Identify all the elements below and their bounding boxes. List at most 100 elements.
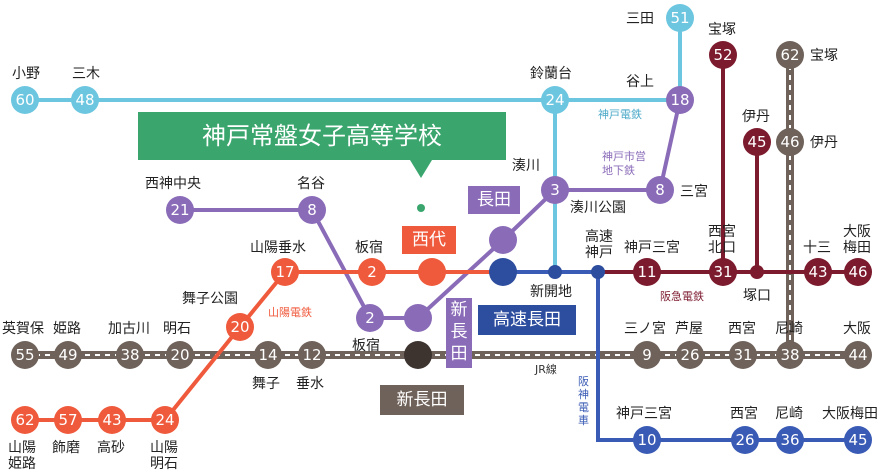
svg-text:62: 62	[780, 46, 799, 64]
station-itayado-subway[interactable]: 2 板宿	[352, 304, 384, 354]
svg-text:新開地: 新開地	[530, 284, 572, 300]
station-himeji-jr[interactable]: 49 姫路	[53, 321, 82, 369]
svg-text:電: 電	[578, 401, 589, 414]
svg-text:14: 14	[258, 346, 277, 364]
svg-text:38: 38	[780, 346, 799, 364]
svg-text:44: 44	[848, 346, 867, 364]
svg-text:12: 12	[302, 346, 321, 364]
station-shin-nagata-subway[interactable]: 新 長 田	[404, 298, 472, 368]
station-kakogawa[interactable]: 38 加古川	[108, 321, 150, 369]
station-agaho[interactable]: 55 英賀保	[2, 320, 44, 369]
line-label-kobe-dentetsu: 神戸電鉄	[598, 107, 642, 121]
station-miki[interactable]: 48 三木	[71, 66, 100, 114]
svg-text:新: 新	[451, 300, 468, 320]
svg-text:大阪: 大阪	[843, 321, 871, 337]
station-nishinomiya-hanshin[interactable]: 26 西宮	[730, 406, 759, 454]
station-kobe-sannomiya-hankyu[interactable]: 11 神戸三宮	[624, 240, 680, 286]
svg-text:芦屋: 芦屋	[675, 321, 703, 337]
svg-text:21: 21	[170, 201, 189, 219]
station-ashiya-jr[interactable]: 26 芦屋	[675, 321, 704, 369]
svg-text:伊丹: 伊丹	[810, 135, 838, 151]
station-sanyo-himeji[interactable]: 62 山陽 姫路	[8, 406, 39, 472]
station-maiko-koen[interactable]: 20 舞子公園	[182, 291, 254, 341]
svg-text:三田: 三田	[626, 11, 654, 27]
station-sanyo-tarumi[interactable]: 17 山陽垂水	[250, 240, 306, 286]
station-kobe-sannomiya-hanshin[interactable]: 10 神戸三宮	[616, 406, 672, 454]
station-takarazuka-hankyu[interactable]: 52 宝塚	[708, 22, 737, 69]
svg-text:31: 31	[713, 263, 732, 281]
svg-text:高速長田: 高速長田	[493, 310, 561, 330]
station-minatogawa[interactable]: 3 湊川	[512, 157, 569, 204]
svg-text:湊川: 湊川	[512, 157, 540, 174]
svg-text:43: 43	[102, 411, 121, 429]
sanyo-line	[25, 270, 555, 422]
station-osaka-umeda-hanshin[interactable]: 45 大阪梅田	[822, 406, 878, 454]
svg-text:梅田: 梅田	[843, 240, 871, 256]
svg-text:英賀保: 英賀保	[2, 320, 44, 337]
station-sannomiya-jr[interactable]: 9 三ノ宮	[624, 321, 666, 369]
station-maiko-jr[interactable]: 14 舞子	[252, 341, 282, 392]
station-tanigami[interactable]: 18 谷上	[626, 74, 694, 114]
svg-text:46: 46	[780, 133, 799, 151]
svg-text:2: 2	[367, 263, 377, 281]
station-nagata[interactable]: 長田	[468, 186, 520, 254]
station-kosoku-kobe[interactable]: 高速 神戸	[585, 228, 613, 279]
station-nishidai[interactable]: 西代	[402, 226, 456, 286]
svg-text:8: 8	[655, 181, 665, 199]
svg-text:52: 52	[713, 46, 732, 64]
school-callout: 神戸常盤女子高等学校	[138, 112, 506, 212]
svg-text:神: 神	[578, 387, 589, 401]
station-sannomiya-subway[interactable]: 8 三宮	[646, 176, 708, 204]
station-amagasaki-hanshin[interactable]: 36 尼崎	[775, 406, 804, 454]
station-tarumi-jr[interactable]: 12 垂水	[296, 341, 326, 392]
station-shinkaichi[interactable]: 新開地	[530, 265, 572, 300]
station-akashi-jr[interactable]: 20 明石	[163, 321, 194, 369]
svg-text:阪: 阪	[578, 374, 589, 388]
station-ono[interactable]: 60 小野	[11, 66, 40, 114]
station-takasago[interactable]: 43 高砂	[97, 406, 126, 456]
svg-text:舞子: 舞子	[252, 376, 280, 392]
station-sanda[interactable]: 51 三田	[626, 4, 694, 32]
station-minatogawa-koen[interactable]: 湊川公園	[570, 199, 626, 216]
station-myodani[interactable]: 8 名谷	[297, 176, 326, 224]
svg-text:伊丹: 伊丹	[742, 109, 770, 125]
station-nishinomiya-kitaguchi[interactable]: 31 西宮 北口	[708, 224, 737, 286]
station-kosoku-nagata[interactable]: 高速長田	[478, 258, 576, 335]
svg-text:45: 45	[848, 431, 867, 449]
station-itami-hankyu[interactable]: 45 伊丹	[742, 109, 771, 156]
svg-text:24: 24	[545, 91, 564, 109]
station-osaka-jr[interactable]: 44 大阪	[843, 321, 872, 369]
svg-text:西神中央: 西神中央	[145, 176, 201, 192]
station-amagasaki-jr[interactable]: 38 尼崎	[775, 321, 804, 369]
station-itayado-sanyo[interactable]: 2 板宿	[355, 239, 386, 286]
station-tsukaguchi[interactable]: 塚口	[743, 265, 771, 304]
station-takarazuka-jr[interactable]: 62 宝塚	[776, 41, 838, 69]
svg-text:18: 18	[670, 91, 689, 109]
svg-text:明石: 明石	[163, 321, 191, 337]
station-osaka-umeda-hankyu[interactable]: 46 大阪 梅田	[843, 224, 872, 286]
station-suzurandai[interactable]: 24 鈴蘭台	[530, 66, 572, 114]
svg-text:明石: 明石	[150, 456, 178, 472]
svg-text:9: 9	[642, 346, 652, 364]
station-shin-nagata-jr[interactable]: 新長田	[380, 341, 464, 415]
svg-text:塚口: 塚口	[743, 288, 771, 304]
svg-text:10: 10	[637, 431, 656, 449]
station-itami-jr[interactable]: 46 伊丹	[776, 128, 838, 156]
svg-text:神戸三宮: 神戸三宮	[624, 240, 680, 256]
svg-text:山陽: 山陽	[150, 440, 178, 456]
svg-text:31: 31	[733, 346, 752, 364]
station-shikama[interactable]: 57 飾磨	[52, 406, 82, 456]
svg-text:宝塚: 宝塚	[810, 48, 838, 64]
svg-text:24: 24	[155, 411, 174, 429]
svg-text:宝塚: 宝塚	[708, 22, 736, 38]
station-juso[interactable]: 43 十三	[803, 240, 832, 286]
line-label-subway-1: 神戸市営	[602, 149, 646, 163]
svg-text:三宮: 三宮	[680, 184, 708, 200]
svg-text:26: 26	[735, 431, 754, 449]
svg-text:谷上: 谷上	[626, 74, 654, 90]
station-nishinomiya-jr[interactable]: 31 西宮	[728, 321, 757, 369]
station-nishishinchuo[interactable]: 21 西神中央	[145, 176, 201, 224]
svg-text:十三: 十三	[803, 240, 831, 256]
station-sanyo-akashi[interactable]: 24 山陽 明石	[150, 406, 179, 472]
svg-text:姫路: 姫路	[8, 456, 36, 472]
